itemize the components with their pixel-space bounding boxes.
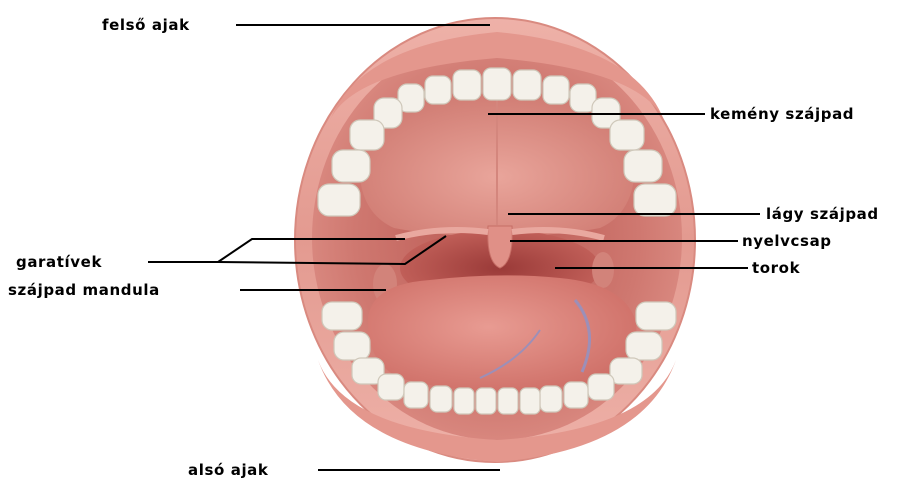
lower-tooth bbox=[322, 302, 362, 330]
lower-tooth bbox=[430, 386, 452, 412]
upper-tooth bbox=[350, 120, 384, 150]
lower-tooth bbox=[626, 332, 662, 360]
lower-tooth bbox=[636, 302, 676, 330]
lower-tooth bbox=[378, 374, 404, 400]
tongue bbox=[368, 275, 636, 390]
upper-tooth bbox=[332, 150, 370, 182]
label-uvula: nyelvcsap bbox=[742, 232, 832, 250]
lower-tooth bbox=[520, 388, 540, 414]
lower-tooth bbox=[334, 332, 370, 360]
upper-tooth bbox=[543, 76, 569, 104]
lower-tooth bbox=[564, 382, 588, 408]
lower-tooth bbox=[404, 382, 428, 408]
label-pharyngeal-arches: garatívek bbox=[16, 253, 102, 271]
lower-tooth bbox=[476, 388, 496, 414]
lower-tooth bbox=[498, 388, 518, 414]
upper-tooth bbox=[624, 150, 662, 182]
label-soft-palate: lágy szájpad bbox=[766, 205, 879, 223]
upper-tooth bbox=[610, 120, 644, 150]
lower-tooth bbox=[610, 358, 642, 384]
label-palatine-tonsil: szájpad mandula bbox=[8, 281, 160, 299]
upper-tooth bbox=[483, 68, 511, 100]
label-throat: torok bbox=[752, 259, 800, 277]
upper-tooth bbox=[425, 76, 451, 104]
upper-tooth bbox=[453, 70, 481, 100]
label-lower-lip: alsó ajak bbox=[188, 461, 268, 479]
upper-tooth bbox=[318, 184, 360, 216]
tonsil-right bbox=[592, 252, 614, 288]
upper-tooth bbox=[634, 184, 676, 216]
lower-tooth bbox=[454, 388, 474, 414]
label-hard-palate: kemény szájpad bbox=[710, 105, 854, 123]
lower-tooth bbox=[588, 374, 614, 400]
upper-tooth bbox=[513, 70, 541, 100]
label-upper-lip: felső ajak bbox=[102, 16, 190, 34]
lower-tooth bbox=[540, 386, 562, 412]
